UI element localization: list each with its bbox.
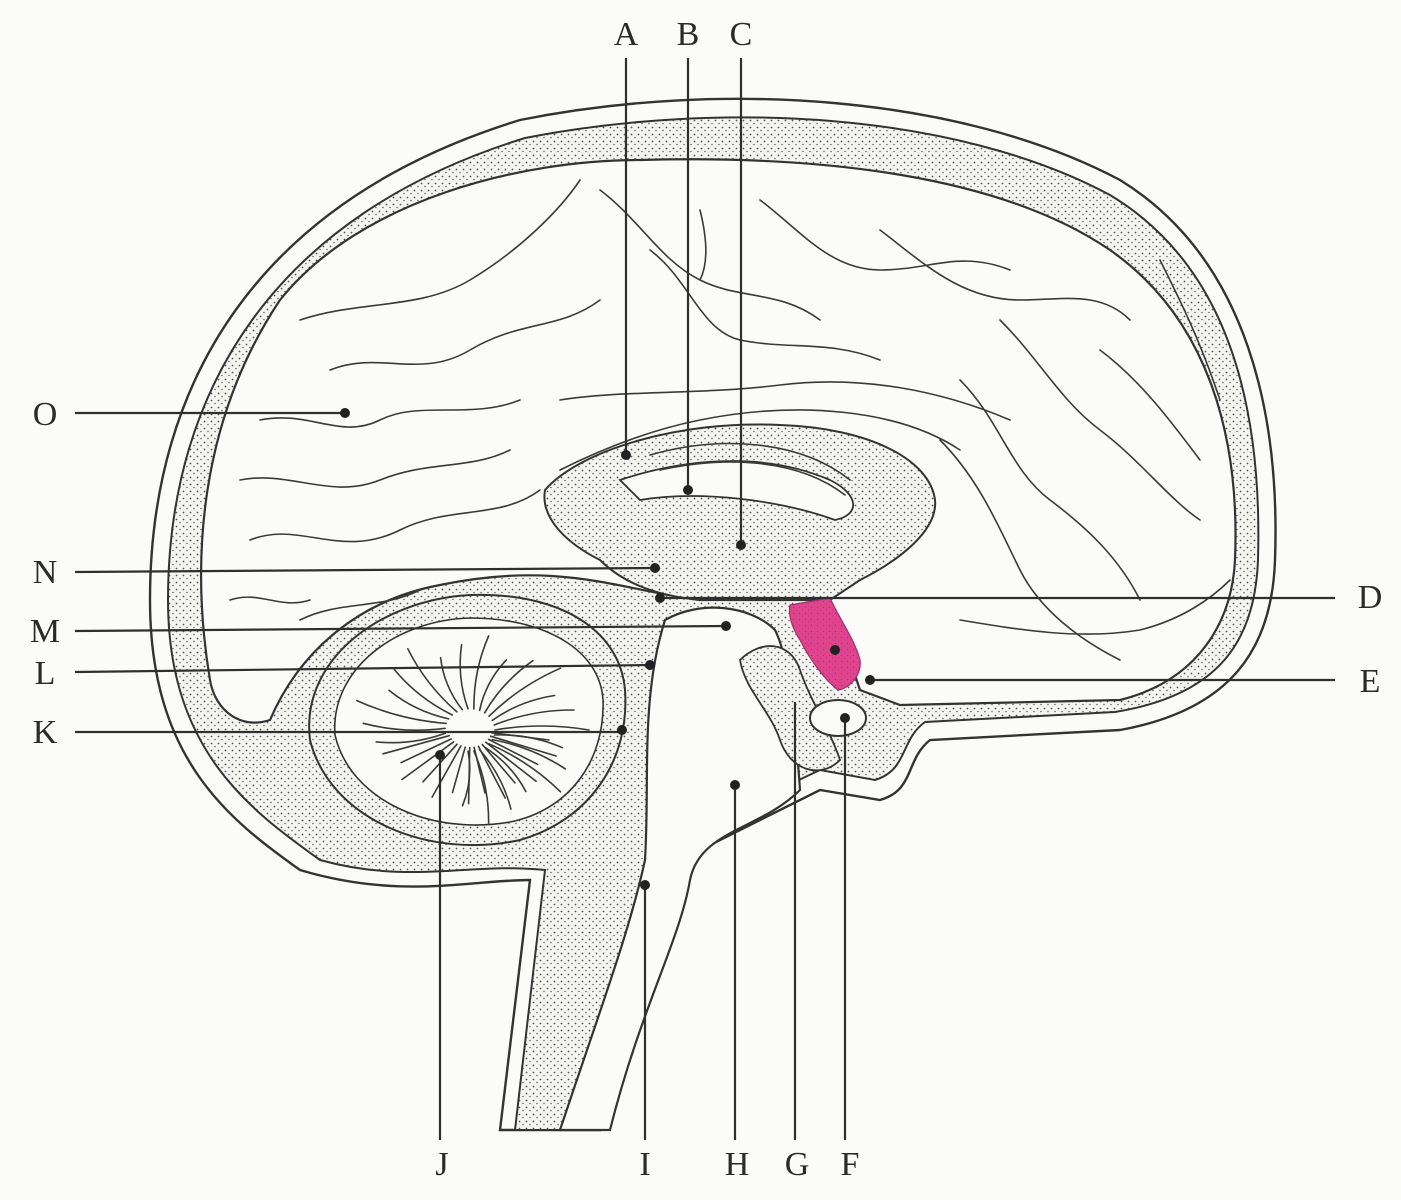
label-g: G bbox=[785, 1146, 810, 1183]
arbor-line bbox=[439, 656, 464, 711]
arbor-line bbox=[362, 722, 446, 731]
label-a: A bbox=[614, 16, 639, 53]
label-o: O bbox=[33, 396, 58, 433]
arbor-line bbox=[400, 738, 452, 764]
arbor-line bbox=[382, 734, 450, 755]
arbor-line bbox=[488, 667, 562, 717]
arbor-line bbox=[481, 743, 516, 784]
arbor-line bbox=[493, 709, 575, 726]
arbor-line bbox=[485, 741, 537, 782]
arbor-line bbox=[431, 745, 462, 798]
leader-lines bbox=[74, 58, 1335, 1140]
label-b: B bbox=[677, 16, 700, 53]
label-d: D bbox=[1358, 579, 1383, 616]
arbor-line bbox=[494, 725, 590, 731]
arbor-line bbox=[393, 668, 454, 716]
arbor-line bbox=[401, 741, 455, 781]
ventricle-region bbox=[543, 423, 937, 601]
label-l: L bbox=[35, 655, 56, 692]
brainstem bbox=[558, 606, 802, 1132]
label-c: C bbox=[730, 16, 753, 53]
arbor-line bbox=[356, 699, 447, 725]
arbor-line bbox=[459, 643, 469, 710]
arbor-line bbox=[488, 743, 562, 793]
labels: A B C D E F G H I J K L M N O bbox=[30, 16, 1382, 1183]
label-m: M bbox=[30, 613, 60, 650]
arbor-line bbox=[473, 635, 490, 710]
arbor-line bbox=[407, 648, 458, 713]
arbor-line bbox=[483, 746, 527, 793]
arbor-line bbox=[477, 745, 506, 799]
arbor-line bbox=[478, 748, 512, 810]
arbor-line bbox=[388, 689, 450, 720]
cortex-sulci bbox=[229, 179, 1231, 661]
label-n: N bbox=[33, 554, 58, 591]
cerebellum bbox=[308, 593, 627, 847]
arbor-line bbox=[375, 732, 447, 744]
arbor-line bbox=[491, 738, 567, 770]
arbor-line bbox=[478, 659, 508, 712]
arbor-line bbox=[473, 746, 486, 794]
label-k: K bbox=[33, 714, 58, 751]
arbor-line bbox=[487, 738, 539, 766]
arbor-line bbox=[451, 746, 466, 794]
arbor-line bbox=[490, 732, 550, 741]
label-e: E bbox=[1360, 663, 1381, 700]
highlighted-region bbox=[788, 597, 861, 691]
arbor-line bbox=[491, 694, 556, 722]
arbor-line bbox=[467, 746, 471, 805]
pituitary-region bbox=[739, 597, 867, 772]
label-h: H bbox=[725, 1146, 750, 1183]
arbor-line bbox=[483, 659, 534, 714]
label-i: I bbox=[639, 1146, 650, 1183]
label-j: J bbox=[435, 1146, 448, 1183]
label-f: F bbox=[841, 1146, 860, 1183]
arbor-line bbox=[489, 735, 557, 757]
